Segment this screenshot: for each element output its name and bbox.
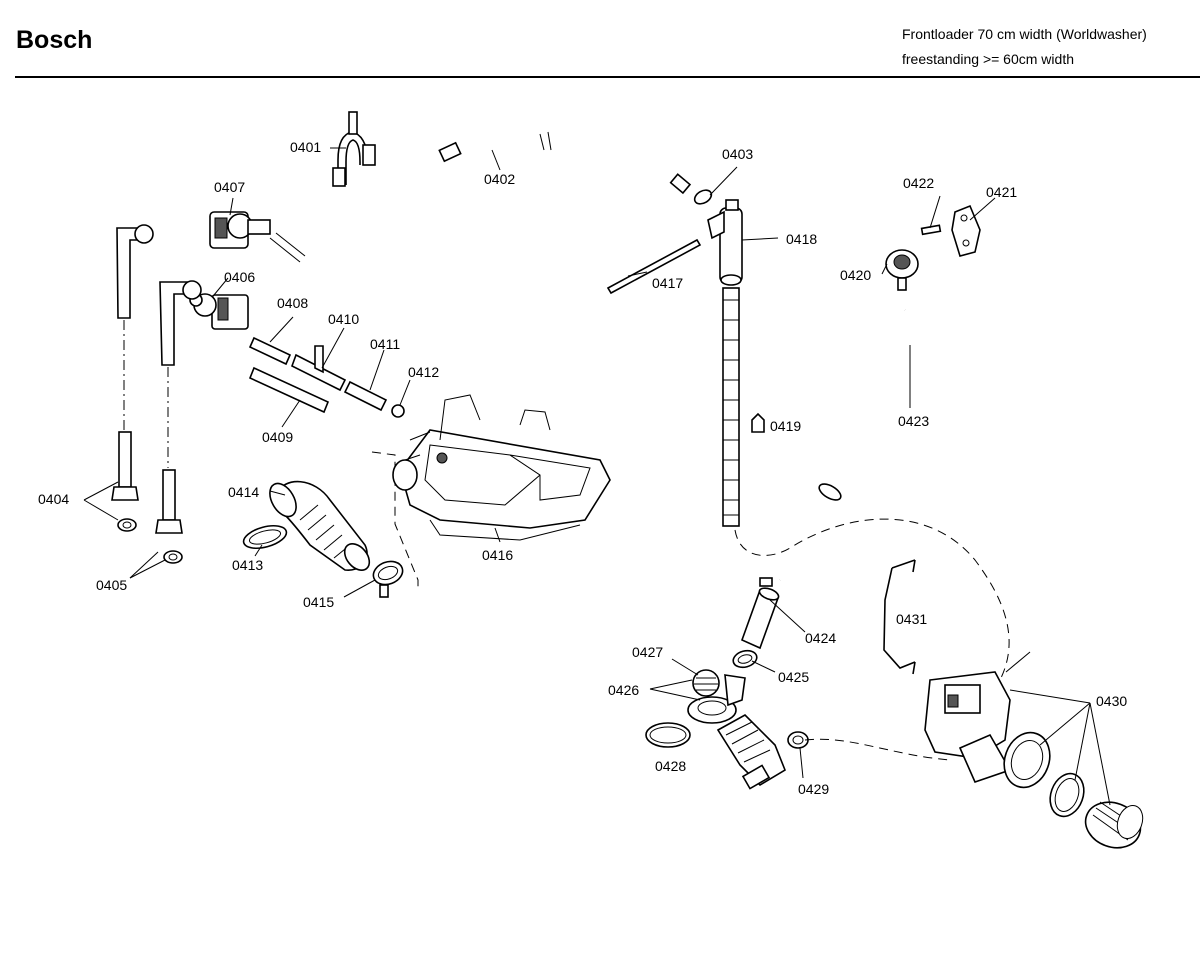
part-0420-pressure-switch	[885, 249, 919, 291]
part-0418-air-trap	[707, 199, 743, 286]
part-0410-t-connector	[291, 345, 347, 392]
part-0414-bellows-hose	[269, 480, 371, 571]
part-0417-rod	[606, 238, 702, 295]
part-0416-dispenser	[371, 394, 611, 590]
leader-lines	[83, 147, 1111, 806]
label-0412: 0412	[408, 364, 439, 380]
label-0414: 0414	[228, 484, 259, 500]
label-0429: 0429	[798, 781, 829, 797]
label-0410: 0410	[328, 311, 359, 327]
page-header: Bosch Frontloader 70 cm width (Worldwash…	[0, 0, 1200, 80]
part-0406-valve	[189, 293, 249, 330]
label-0422: 0422	[903, 175, 934, 191]
part-0409-hose	[248, 366, 330, 414]
part-0427-ball	[692, 669, 720, 697]
label-0415: 0415	[303, 594, 334, 610]
label-0419: 0419	[770, 418, 801, 434]
brand-title: Bosch	[16, 26, 93, 54]
model-subdescription: freestanding >= 60cm width	[902, 51, 1074, 67]
label-0431: 0431	[896, 611, 927, 627]
label-0406: 0406	[224, 269, 255, 285]
part-0428-clamp	[645, 722, 691, 748]
part-0422-screw	[920, 224, 942, 236]
label-0411: 0411	[370, 336, 400, 352]
label-0427: 0427	[632, 644, 663, 660]
label-0428: 0428	[655, 758, 686, 774]
part-0407-valve	[209, 211, 306, 263]
label-0407: 0407	[214, 179, 245, 195]
part-0425-clamp	[732, 649, 758, 669]
part-0408-hose	[248, 336, 292, 366]
label-0420: 0420	[840, 267, 871, 283]
label-0418: 0418	[786, 231, 817, 247]
part-0426-bellows	[716, 714, 786, 790]
part-0412-clip	[391, 404, 405, 418]
label-0425: 0425	[778, 669, 809, 685]
header-divider	[15, 76, 1200, 78]
label-0413: 0413	[232, 557, 263, 573]
part-0419-hose	[722, 287, 765, 527]
part-0404-inlet-pipe	[111, 224, 154, 532]
label-0421: 0421	[986, 184, 1017, 200]
label-0405: 0405	[96, 577, 127, 593]
label-0416: 0416	[482, 547, 513, 563]
part-0430-drain-pump	[924, 651, 1144, 849]
part-0411-hose	[343, 380, 388, 412]
part-0401-y-connector	[332, 111, 376, 187]
hose-path-lower	[804, 738, 951, 761]
label-0426: 0426	[608, 682, 639, 698]
label-0403: 0403	[722, 146, 753, 162]
label-0417: 0417	[652, 275, 683, 291]
part-0415-clamp	[372, 560, 404, 598]
label-0409: 0409	[262, 429, 293, 445]
part-0423-tube	[778, 309, 920, 581]
part-0431-tie	[883, 559, 916, 675]
part-0424-chamber	[740, 577, 780, 650]
label-0402: 0402	[484, 171, 515, 187]
part-0403-clip	[693, 189, 713, 205]
part-0426-housing	[687, 674, 746, 724]
hose-path-upper	[734, 518, 1010, 681]
label-0401: 0401	[290, 139, 321, 155]
label-0430: 0430	[1096, 693, 1127, 709]
label-0404: 0404	[38, 491, 69, 507]
part-0421-bracket	[951, 204, 981, 257]
part-0405-inlet-pipe	[155, 280, 202, 564]
part-0413-clamp	[242, 524, 288, 550]
model-description: Frontloader 70 cm width (Worldwasher)	[902, 26, 1147, 42]
label-0423: 0423	[898, 413, 929, 429]
label-0408: 0408	[277, 295, 308, 311]
part-0402-hose	[438, 129, 692, 195]
label-0424: 0424	[805, 630, 836, 646]
